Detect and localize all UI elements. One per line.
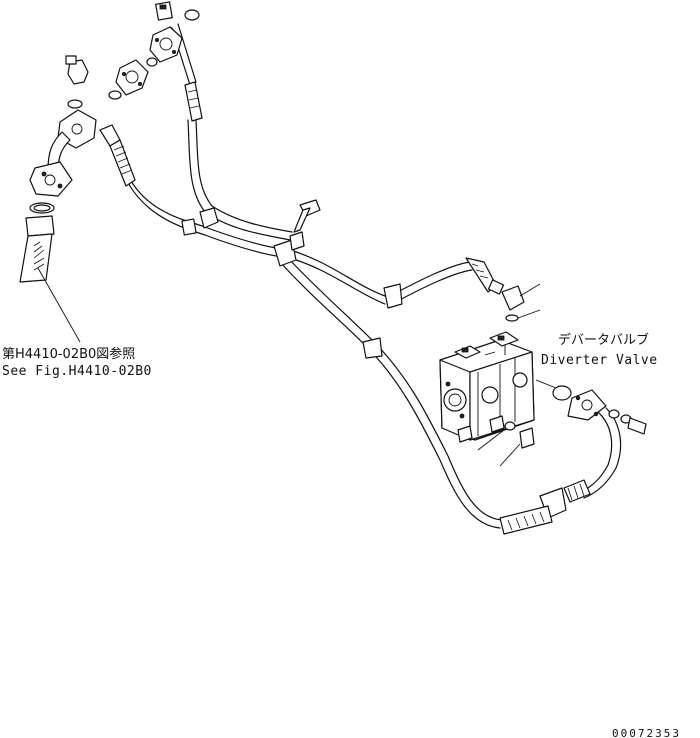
drawing-number: 00072353 <box>612 727 681 738</box>
upper-left-fittings <box>19 1 200 343</box>
main-hose-runs <box>127 23 622 529</box>
valve-inlet-fittings <box>465 257 541 322</box>
hose-clamps <box>181 81 403 359</box>
reference-label-en: See Fig.H4410-02B0 <box>2 364 152 379</box>
diverter-valve <box>439 331 572 467</box>
diverter-valve-label-en: Diverter Valve <box>541 353 658 368</box>
return-line-fittings <box>499 389 647 535</box>
reference-label-jp: 第H4410-02B0図参照 <box>2 346 135 362</box>
diverter-valve-label-jp: デバータバルブ <box>558 332 649 348</box>
